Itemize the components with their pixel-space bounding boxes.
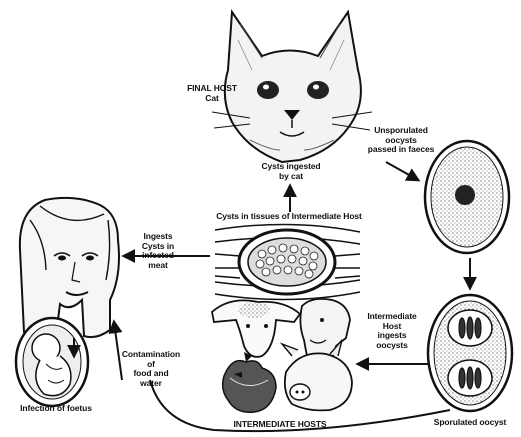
label-ingests-cysts: Ingests Cysts in infected meat: [128, 232, 188, 270]
foetus-icon: [16, 318, 88, 406]
label-cysts-in-tissues: Cysts in tissues of Intermediate Host: [186, 212, 392, 222]
intermediate-hosts-animals-icon: [212, 299, 352, 412]
label-cysts-ingested: Cysts ingested by cat: [250, 162, 332, 181]
woman-face-icon: [20, 198, 119, 337]
label-contamination: Contamination of food and water: [106, 350, 196, 388]
label-unsporulated-oocysts: Unsporulated oocysts passed in faeces: [355, 126, 447, 155]
label-sporulated-oocyst: Sporulated oocyst: [420, 418, 520, 428]
label-intermediate-host-ingests: Intermediate Host ingests oocysts: [356, 312, 428, 350]
label-intermediate-hosts: INTERMEDIATE HOSTS: [218, 420, 342, 430]
tissue-cyst-icon: [215, 224, 360, 299]
arrow-cat-to-oocyst: [386, 162, 418, 180]
label-final-host: FINAL HOST Cat: [180, 84, 244, 103]
sporulated-oocyst-icon: [428, 295, 512, 411]
unsporulated-oocyst-icon: [425, 141, 509, 253]
label-infection-of-foetus: Infection of foetus: [4, 404, 108, 414]
